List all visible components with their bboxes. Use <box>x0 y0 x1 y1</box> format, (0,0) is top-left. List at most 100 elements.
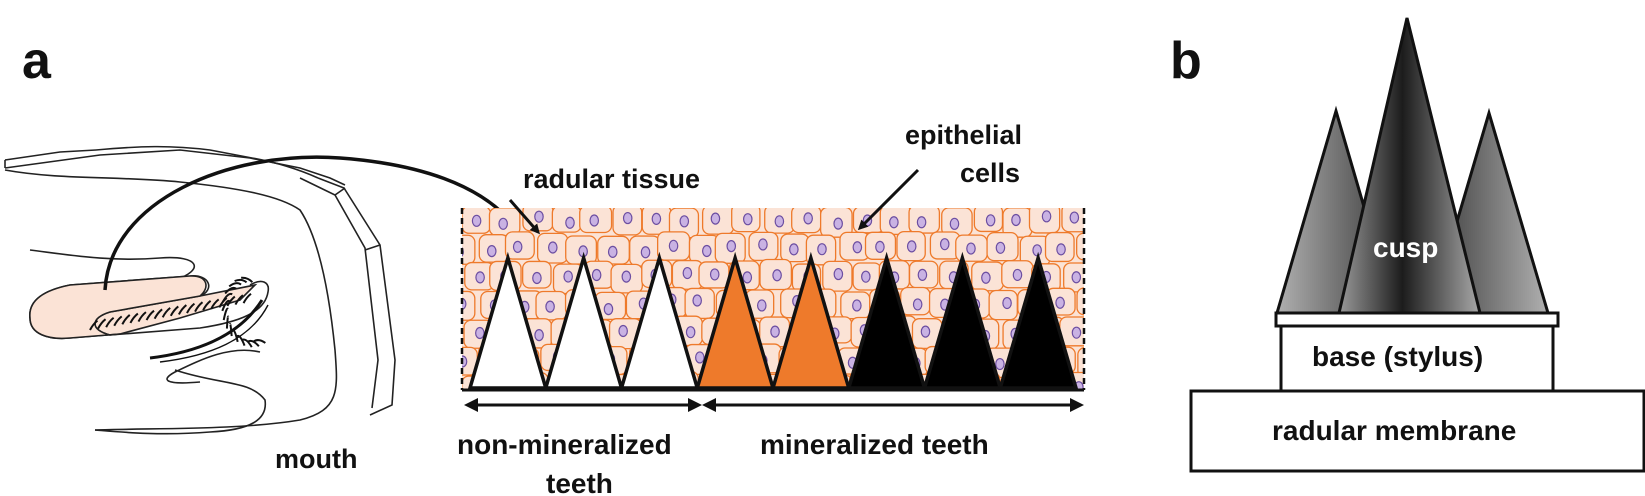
cusp-label: cusp <box>1373 232 1438 263</box>
radular-tooth-black <box>846 251 927 390</box>
radula-hook <box>241 338 253 348</box>
radula-hook <box>252 339 266 344</box>
cell-nucleus <box>486 245 497 258</box>
cell-nucleus <box>471 214 482 227</box>
radula-hook <box>242 292 252 304</box>
radula-hook <box>234 294 244 306</box>
cell-nucleus <box>726 240 737 253</box>
radular-membrane-block <box>1189 389 1645 473</box>
radula-hook <box>228 282 242 288</box>
cell-nucleus <box>1101 269 1109 280</box>
cell-nucleus <box>618 324 628 338</box>
radular-tooth-black <box>922 251 1003 390</box>
epithelial-cell <box>1106 290 1135 318</box>
cell-nucleus <box>973 412 981 423</box>
cell-nucleus <box>545 300 555 313</box>
teeth-row <box>467 251 1079 390</box>
cell-nucleus <box>512 240 523 253</box>
radula-hook <box>241 276 254 283</box>
range-arrows <box>464 398 1084 412</box>
cell-nucleus <box>833 267 844 281</box>
cell-nucleus <box>760 412 768 423</box>
epithelial-cell <box>1094 260 1124 287</box>
cell-nucleus <box>889 216 899 229</box>
cell-nucleus <box>920 325 931 338</box>
epithelial-cell <box>462 290 476 321</box>
radular-tooth-orange <box>694 251 776 390</box>
radula-hook <box>169 305 179 317</box>
epithelial-cell <box>808 403 839 429</box>
cell-nucleus <box>1106 325 1114 336</box>
epithelial-cell <box>1091 376 1121 403</box>
radular-tooth-orange <box>770 251 852 390</box>
cell-nucleus <box>1134 270 1142 281</box>
radular-tissue-block <box>460 204 1153 432</box>
cell-nucleus <box>1085 295 1093 306</box>
cell-nucleus <box>668 239 679 252</box>
cell-nucleus <box>640 411 648 422</box>
non-mineralized-label-line2: teeth <box>546 468 613 496</box>
cell-nucleus <box>685 326 696 339</box>
radular-tooth-white <box>467 251 549 390</box>
radula-hook <box>137 311 147 322</box>
cell-nucleus <box>728 407 736 418</box>
mineralized-teeth-label: mineralized teeth <box>760 429 989 460</box>
cell-nucleus <box>640 246 651 259</box>
radular-tooth-black <box>997 251 1079 390</box>
epithelial-cell <box>1123 261 1151 289</box>
cell-nucleus <box>1114 300 1122 311</box>
radula-hook <box>247 339 260 347</box>
cell-nucleus <box>475 271 485 284</box>
cell-nucleus <box>532 271 542 285</box>
epithelial-cell <box>1123 204 1153 230</box>
epithelial-cell <box>1110 235 1139 263</box>
radular-tissue-pointer <box>508 199 540 235</box>
radula-hooks <box>89 276 266 348</box>
epithelial-cell <box>1090 205 1121 232</box>
cell-nucleus <box>995 241 1006 254</box>
cell-nucleus <box>701 244 712 258</box>
cell-nucleus <box>1012 268 1023 282</box>
cell-nucleus <box>756 299 767 312</box>
epithelial-cell <box>1107 402 1136 432</box>
radula-hook <box>89 319 99 331</box>
epithelial-pointer <box>857 168 920 231</box>
cell-nucleus <box>1099 211 1107 222</box>
cell-nucleus <box>603 303 614 316</box>
cell-nucleus <box>489 409 497 420</box>
cell-nucleus <box>622 211 633 225</box>
cell-nucleus <box>985 214 996 227</box>
base-top-plate <box>1274 311 1560 328</box>
tooth-structure <box>1189 17 1645 473</box>
mouth-label: mouth <box>275 444 357 474</box>
radula-hook <box>105 316 115 328</box>
cell-nucleus <box>875 240 885 253</box>
cell-nucleus <box>742 271 753 284</box>
cell-nucleus <box>621 270 632 283</box>
cell-nucleus <box>565 216 575 229</box>
mouth-radula <box>29 275 270 363</box>
cell-nucleus <box>1003 414 1011 425</box>
cell-nucleus <box>1090 243 1098 254</box>
radular-tissue-label: radular tissue <box>523 164 700 194</box>
epithelial-cell <box>1016 403 1045 429</box>
base-stylus-label: base (stylus) <box>1312 341 1483 372</box>
cell-nucleus <box>515 407 523 418</box>
snail-head-illustration <box>4 145 396 435</box>
epithelial-cell <box>1110 347 1139 375</box>
epithelial-cell <box>1077 346 1084 378</box>
cell-nucleus <box>772 269 782 282</box>
radula-hook <box>145 309 155 321</box>
cell-nucleus <box>995 357 1005 371</box>
radula-hook <box>177 304 187 315</box>
cell-nucleus <box>1032 244 1042 257</box>
cell-nucleus <box>461 408 469 419</box>
epithelial-cell <box>1093 316 1124 344</box>
cell-nucleus <box>651 212 662 226</box>
radula-hook <box>186 302 196 314</box>
epithelial-cell <box>1076 232 1084 261</box>
cell-nucleus <box>582 411 590 422</box>
cell-nucleus <box>563 270 573 283</box>
cell-nucleus <box>861 270 871 283</box>
cell-nucleus <box>742 213 753 226</box>
